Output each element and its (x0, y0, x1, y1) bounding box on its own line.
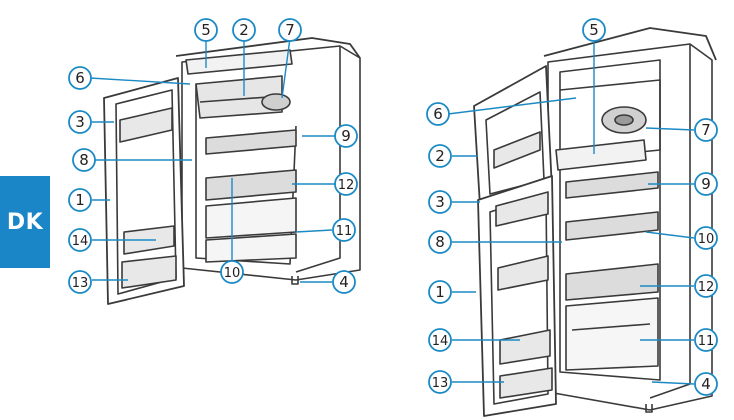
left-callout-label: 11 (336, 224, 353, 239)
left-callout-circle (68, 188, 92, 212)
right-callout-circle (428, 280, 452, 304)
left-callout-label: 14 (72, 234, 89, 249)
left-callout-label: 2 (239, 21, 249, 39)
left-callout-label: 12 (338, 178, 355, 193)
left-callout-circle (194, 18, 218, 42)
right-callout-label: 12 (698, 280, 715, 295)
right-callout-circle (694, 328, 718, 352)
right-callout-label: 7 (701, 121, 711, 139)
left-callout-circle (68, 228, 92, 252)
right-callout-label: 4 (701, 375, 711, 393)
right-callout-label: 1 (435, 283, 445, 301)
left-callout-circle (68, 110, 92, 134)
right-callout-label: 14 (432, 334, 449, 349)
right-callouts: 5 6 7 2 9 3 10 8 1 12 14 11 13 4 (426, 18, 718, 396)
left-callout-label: 8 (79, 151, 89, 169)
left-callout-label: 5 (201, 21, 211, 39)
right-callout-label: 3 (435, 193, 445, 211)
right-callout-circle (694, 226, 718, 250)
right-callout-circle (428, 370, 452, 394)
right-callout-circle (694, 172, 718, 196)
left-callout-circle (278, 18, 302, 42)
right-callout-label: 11 (698, 334, 715, 349)
left-callout-circle (334, 124, 358, 148)
right-fridge-illustration (473, 27, 717, 417)
right-callout-circle (428, 328, 452, 352)
left-callout-circle (68, 66, 92, 90)
left-callout-circle (334, 172, 358, 196)
right-callout-label: 10 (698, 232, 715, 247)
left-callout-circle (68, 270, 92, 294)
right-callout-circle (582, 18, 606, 42)
left-callout-label: 6 (75, 69, 85, 87)
right-callout-circle (428, 190, 452, 214)
right-callout-circle (694, 118, 718, 142)
left-callout-label: 4 (339, 273, 349, 291)
left-callout-circle (232, 18, 256, 42)
right-callout-label: 5 (589, 21, 599, 39)
right-callout-label: 2 (435, 147, 445, 165)
right-callout-circle (428, 144, 452, 168)
left-callout-label: 13 (72, 276, 89, 291)
left-callout-circle (72, 148, 96, 172)
left-callout-label: 7 (285, 21, 295, 39)
left-callout-label: 9 (341, 127, 351, 145)
right-callout-circle (426, 102, 450, 126)
language-tab: DK (0, 176, 50, 268)
left-fridge-illustration (103, 37, 361, 305)
left-callout-circle (220, 260, 244, 284)
left-callout-circle (332, 218, 356, 242)
left-callout-label: 10 (224, 266, 241, 281)
right-callout-label: 6 (433, 105, 443, 123)
left-callout-circle (332, 270, 356, 294)
right-callout-label: 13 (432, 376, 449, 391)
left-callout-label: 3 (75, 113, 85, 131)
right-callout-circle (694, 274, 718, 298)
right-callout-circle (428, 230, 452, 254)
right-callout-circle (694, 372, 718, 396)
right-callout-label: 9 (701, 175, 711, 193)
leader-lines (89, 37, 695, 385)
right-callout-label: 8 (435, 233, 445, 251)
left-callout-label: 1 (75, 191, 85, 209)
